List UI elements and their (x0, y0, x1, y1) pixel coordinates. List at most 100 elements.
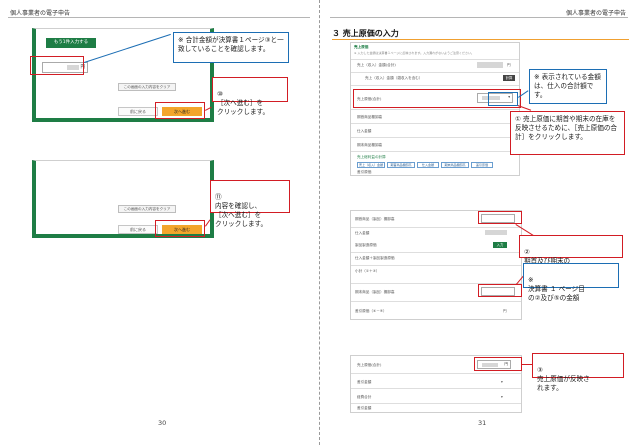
next-button[interactable]: 次へ進む (162, 107, 202, 116)
row-label: 仕入金額 (357, 129, 372, 133)
note-mark: ※ (528, 275, 534, 284)
formula-chip: 期首商品棚卸高 (387, 162, 415, 168)
total-amount-field[interactable]: 円 (42, 62, 88, 73)
callout-step-3: ③ 売上原価が反映さ れます。 (532, 353, 624, 392)
row-divider (351, 85, 519, 86)
row-divider (351, 59, 519, 60)
panel-note: ※ 入力した金額は決算書１ページに反映されます。入力漏れがないようご注意ください… (354, 51, 475, 55)
callout-reference: ※ 決算書 １ ページ目 の②及び⑤の金額 (523, 263, 619, 302)
right-page: 個人事業者の電子申告 ３ 売上原価の入力 売上原価 ※ 入力した金額は決算書１ペ… (320, 0, 640, 445)
callout-text: 売上原価に期首や期末の在庫を反映させるために、［売上原価の合計］をクリックします… (515, 115, 618, 141)
masked-amount (482, 96, 500, 100)
callout-text: 合計金額が決算書１ページ③と一致していることを確認します。 (178, 36, 284, 53)
screenshot-cost-of-sales: 売上原価 ※ 入力した金額は決算書１ページに反映されます。入力漏れがないようご注… (350, 42, 520, 176)
section-title: ３ 売上原価の入力 (332, 29, 399, 38)
running-header: 個人事業者の電子申告 (565, 10, 626, 17)
cost-total-field[interactable]: 円 (477, 360, 511, 369)
calculate-tag[interactable]: 計算 (503, 75, 515, 81)
next-button[interactable]: 次へ進む (162, 225, 202, 234)
section-rule (332, 39, 629, 40)
input-tag[interactable]: 入力 (493, 242, 507, 248)
masked-amount (482, 363, 498, 367)
row-label: 期末商品棚卸高 (357, 143, 383, 147)
yen-unit: 円 (80, 65, 86, 70)
row-divider (351, 109, 519, 110)
row-label: 売上（収入）金額（雑収入を含む） (365, 76, 423, 80)
yen-unit: 円 (503, 309, 507, 313)
formula-chip: 売上（収入）金額 (357, 162, 385, 168)
callout-text: 内容を確認し、 ［次へ進む］を クリックします。 (215, 201, 268, 228)
formula-chip: 仕入金額 (417, 162, 439, 168)
header-rule (330, 17, 628, 18)
amount-bar (477, 62, 503, 68)
row-divider (351, 283, 521, 284)
highlight-cost-total (474, 357, 522, 371)
row-label: 差引原価（④－⑤） (355, 309, 387, 313)
clear-input-button[interactable]: この画面の入力内容をクリア (118, 83, 176, 91)
row-label: 差引金額 (357, 380, 372, 384)
row-label: 製品製造原価 (355, 243, 377, 247)
closing-inventory-field[interactable] (481, 287, 515, 296)
step-number: ③ (537, 365, 543, 374)
row-label: 売上総利益の計算 (357, 155, 386, 159)
highlight-amount-field (488, 92, 518, 106)
amount-bar (485, 230, 507, 235)
callout-text: 売上原価が反映さ れます。 (537, 374, 590, 392)
row-label: 差引金額 (357, 406, 372, 410)
yen-unit: 円 (504, 362, 508, 366)
highlight-total-amount (30, 56, 84, 75)
row-divider (351, 227, 521, 228)
masked-amount (67, 65, 79, 70)
opening-inventory-field[interactable] (481, 214, 515, 223)
back-button[interactable]: 前に戻る (118, 107, 158, 116)
add-another-tab[interactable]: もう1件入力する (46, 38, 96, 48)
formula-chip: 期末商品棚卸高 (441, 162, 469, 168)
callout-step-10: ⑩ ［次へ進む］を クリックします。 (212, 77, 288, 116)
note-mark: ※ (178, 36, 184, 44)
row-divider (351, 151, 519, 152)
formula-chip: 差引原価 (471, 162, 493, 168)
callout-check-total: ※ 合計金額が決算書１ページ③と一致していることを確認します。 (173, 32, 289, 63)
row-divider (351, 265, 521, 266)
chevron-down-icon: ▾ (508, 95, 510, 99)
row-label: 売上（収入）金額(合計) (357, 63, 396, 67)
chevron-down-icon: ▾ (501, 395, 503, 399)
chevron-down-icon: ▾ (501, 380, 503, 384)
callout-step-11: ⑪ 内容を確認し、 ［次へ進む］を クリックします。 (210, 180, 290, 228)
cost-of-sales-total-field[interactable]: ▾ (477, 93, 513, 103)
step-number: ⑪ (215, 192, 222, 201)
row-label: 売上原価(合計) (357, 97, 382, 101)
left-page: 個人事業者の電子申告 もう1件入力する 円 この画面の入力内容をクリア 前に戻る… (8, 10, 310, 427)
note-mark: ※ (534, 73, 540, 81)
screenshot-cost-reflected: 売上原価(合計) 円 差引金額 ▾ 経費合計 ▾ 差引金額 (350, 355, 522, 413)
row-label: 期末商品（製品）棚卸高 (355, 290, 395, 294)
row-label: 期首商品棚卸高 (357, 115, 383, 119)
row-label: 売上原価(合計) (357, 363, 382, 367)
page-number: 31 (478, 419, 487, 427)
row-divider (351, 252, 521, 253)
clear-input-button[interactable]: この画面の入力内容をクリア (118, 205, 176, 213)
callout-display-amount: ※ 表示されている金額は、仕入の合計額です。 (529, 69, 607, 104)
screenshot-confirm-page: この画面の入力内容をクリア 前に戻る 次へ進む (32, 160, 214, 238)
callout-text: 表示されている金額は、仕入の合計額です。 (534, 73, 601, 99)
callout-step-2: ② 期首及び期末の 棚卸高を入力します。 (519, 235, 623, 274)
leader-line (521, 364, 533, 365)
row-divider (351, 123, 519, 124)
screenshot-inventory-input: 期首商品（製品）棚卸高 仕入金額 製品製造原価 入力 仕入金額＋製品製造原価 小… (350, 210, 522, 320)
row-divider (351, 373, 521, 374)
step-number: ② (524, 247, 530, 256)
step-number: ⑩ (217, 89, 223, 98)
highlight-closing-inventory (478, 284, 522, 297)
panel-header: 売上原価 (354, 45, 369, 49)
callout-text: 決算書 １ ページ目 の②及び⑤の金額 (528, 284, 585, 302)
row-divider (351, 137, 519, 138)
step-number: ① (515, 115, 521, 123)
row-label: 仕入金額＋製品製造原価 (355, 256, 395, 260)
page-number: 30 (158, 419, 167, 427)
row-label: 仕入金額 (355, 231, 370, 235)
highlight-opening-inventory (478, 211, 522, 224)
highlight-next-button (155, 220, 205, 237)
row-divider (351, 301, 521, 302)
back-button[interactable]: 前に戻る (118, 225, 158, 234)
row-label: 差引原価 (357, 170, 372, 174)
